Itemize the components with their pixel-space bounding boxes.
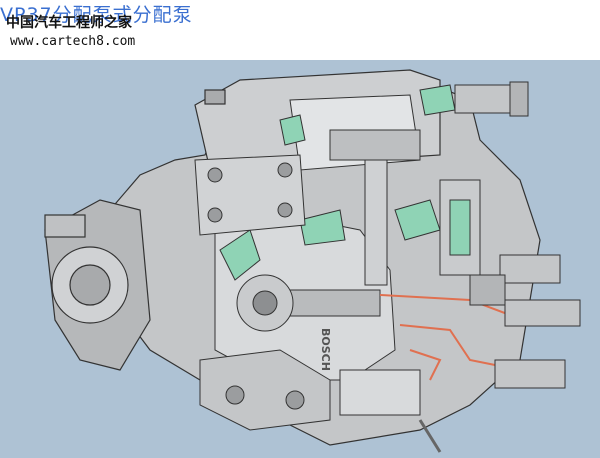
delivery-valves	[469, 254, 581, 389]
pump-drawing: BOSCH	[44, 69, 581, 453]
brand-label: BOSCH	[319, 328, 332, 371]
background-title: VP37分配泵式分配泵	[0, 4, 193, 26]
watermark-title: 中国汽车工程师之家	[6, 15, 132, 31]
solenoid-valve	[439, 179, 481, 276]
drive-shaft	[236, 274, 381, 332]
plunger	[329, 129, 421, 286]
bottom-assembly	[199, 349, 442, 453]
site-url: www.cartech8.com	[10, 34, 136, 49]
outlet-fitting	[454, 81, 529, 117]
control-plate	[194, 154, 306, 236]
pump-illustration: BOSCH	[0, 60, 600, 458]
header: VP37分配泵式分配泵 中国汽车工程师之家 www.cartech8.com	[0, 0, 600, 58]
